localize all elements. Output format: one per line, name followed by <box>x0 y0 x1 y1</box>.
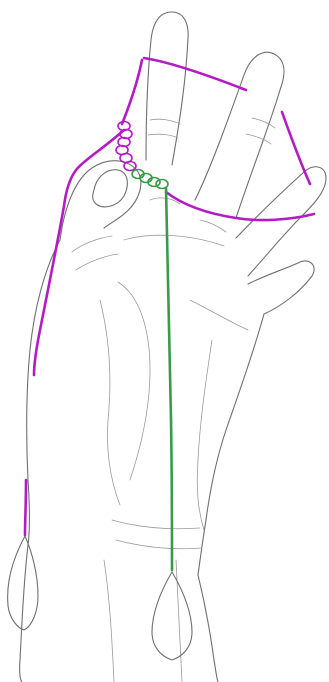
magenta-loop-stitches <box>116 122 136 171</box>
wrist-crease <box>112 520 202 549</box>
hand-right-edge <box>198 314 264 575</box>
magenta-thread-to-index <box>122 60 142 124</box>
palm-crease-2 <box>118 282 150 480</box>
index-finger <box>146 12 188 165</box>
green-thread <box>132 170 172 571</box>
magenta-thread-across-top <box>144 58 246 90</box>
center-bobbin-body <box>152 572 192 660</box>
middle-finger-crease <box>246 118 275 144</box>
little-finger <box>248 261 314 314</box>
wrist-left <box>20 545 28 682</box>
green-thread-strand <box>166 188 172 570</box>
magenta-thread-middle-to-ring <box>282 112 310 184</box>
thenar-line <box>100 300 120 505</box>
wrist-right <box>198 575 218 682</box>
hand-left-edge <box>27 240 60 545</box>
green-loop-stitches <box>132 170 168 189</box>
hand-sketch <box>20 12 326 682</box>
magenta-thread-back-path <box>34 130 124 375</box>
palm-crease-3 <box>190 300 248 330</box>
thumbnail <box>93 170 128 207</box>
center-bobbin <box>152 572 192 660</box>
wrist-tendon <box>104 560 182 682</box>
ring-finger <box>236 167 326 276</box>
hypothenar-line <box>197 340 212 530</box>
magenta-thread-hanging <box>25 480 26 535</box>
thumb-crease <box>72 236 118 270</box>
index-finger-crease <box>148 119 180 138</box>
thumb <box>60 161 141 240</box>
palm-crease-1 <box>124 235 224 246</box>
